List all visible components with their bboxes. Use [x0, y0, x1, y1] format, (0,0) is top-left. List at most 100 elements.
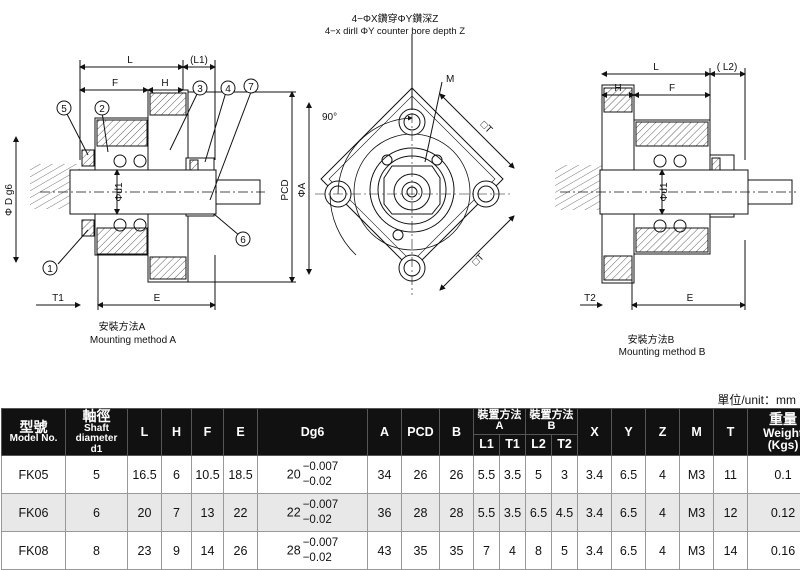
- dim-T1: T1: [52, 293, 64, 304]
- cell-PCD: 26: [402, 456, 440, 494]
- tol-lower: −0.02: [303, 514, 332, 526]
- header-F: F: [192, 409, 224, 456]
- header-Z: Z: [646, 409, 680, 456]
- cell-L1: 5.5: [474, 456, 500, 494]
- balloon-1: 1: [47, 264, 53, 275]
- header-B: B: [440, 409, 474, 456]
- table-row-fk08: FK08 8 23 9 14 26 28−0.007−0.02 43 35 35…: [2, 532, 800, 570]
- header-weight: 重量 Weight (Kgs): [748, 409, 800, 456]
- header-method-a: 裝置方法A: [474, 409, 526, 435]
- tol-upper: −0.007: [303, 499, 339, 511]
- cell-d1: 5: [66, 456, 128, 494]
- cell-X: 3.4: [578, 532, 612, 570]
- cell-T2: 3: [552, 456, 578, 494]
- dim-H-b: H: [614, 83, 621, 94]
- top-note-cn: 4−ΦX鑽穿ΦY鑽深Z: [352, 12, 439, 25]
- cell-L2: 5: [526, 456, 552, 494]
- cell-F: 13: [192, 494, 224, 532]
- dim-E: E: [154, 293, 161, 304]
- dim-L1: (L1): [190, 55, 208, 66]
- cell-dg-value: 28: [287, 544, 301, 558]
- label-angle: 90°: [322, 112, 337, 123]
- cell-A: 43: [368, 532, 402, 570]
- header-model: 型號 Model No.: [2, 409, 66, 456]
- cell-T: 14: [714, 532, 748, 570]
- cell-A: 36: [368, 494, 402, 532]
- cell-L1: 5.5: [474, 494, 500, 532]
- cell-T1: 3.5: [500, 456, 526, 494]
- cell-H: 6: [162, 456, 192, 494]
- dim-H: H: [161, 78, 168, 89]
- table-row-fk06: FK06 6 20 7 13 22 22−0.007−0.02 36 28 28…: [2, 494, 800, 532]
- cell-A: 34: [368, 456, 402, 494]
- dim-PCD: PCD: [280, 179, 291, 200]
- cell-H: 7: [162, 494, 192, 532]
- tol-lower: −0.02: [303, 476, 332, 488]
- cell-L: 20: [128, 494, 162, 532]
- dim-F-b: F: [669, 83, 675, 94]
- header-method-b: 裝置方法B: [526, 409, 578, 435]
- method-b-en: Mounting method B: [619, 347, 706, 358]
- dim-L-b: L: [653, 62, 659, 73]
- cell-E: 26: [224, 532, 258, 570]
- dim-d1: Φd1: [114, 182, 125, 202]
- dim-A: ΦA: [297, 182, 308, 197]
- cell-dg6: 22−0.007−0.02: [258, 494, 368, 532]
- header-L2: L2: [526, 434, 552, 455]
- method-a-cn: 安裝方法A: [99, 320, 146, 333]
- cell-weight: 0.12: [748, 494, 800, 532]
- cell-L1: 7: [474, 532, 500, 570]
- cell-Z: 4: [646, 532, 680, 570]
- side-view-method-b: [555, 68, 796, 310]
- dim-E-b: E: [687, 293, 694, 304]
- cell-Y: 6.5: [612, 456, 646, 494]
- cell-d1: 8: [66, 532, 128, 570]
- cell-M: M3: [680, 532, 714, 570]
- cell-F: 14: [192, 532, 224, 570]
- method-a-en: Mounting method A: [90, 335, 176, 346]
- header-L1: L1: [474, 434, 500, 455]
- cell-d1: 6: [66, 494, 128, 532]
- cell-M: M3: [680, 494, 714, 532]
- tol-upper: −0.007: [303, 537, 339, 549]
- balloon-5: 5: [61, 104, 67, 115]
- cell-dg-value: 20: [287, 468, 301, 482]
- header-shaft: 軸徑 Shaft diameter d1: [66, 409, 128, 456]
- spec-table: 型號 Model No. 軸徑 Shaft diameter d1 L H F …: [1, 408, 800, 570]
- table-row-fk05: FK05 5 16.5 6 10.5 18.5 20−0.007−0.02 34…: [2, 456, 800, 494]
- header-L: L: [128, 409, 162, 456]
- header-T2: T2: [552, 434, 578, 455]
- cell-T2: 4.5: [552, 494, 578, 532]
- cell-F: 10.5: [192, 456, 224, 494]
- cell-T2: 5: [552, 532, 578, 570]
- cell-B: 35: [440, 532, 474, 570]
- cell-dg6: 20−0.007−0.02: [258, 456, 368, 494]
- cell-PCD: 35: [402, 532, 440, 570]
- cell-E: 22: [224, 494, 258, 532]
- cell-X: 3.4: [578, 494, 612, 532]
- label-M: M: [446, 74, 454, 85]
- header-Y: Y: [612, 409, 646, 456]
- dim-L2: ( L2): [717, 62, 738, 73]
- dim-L: L: [127, 55, 133, 66]
- cell-model: FK06: [2, 494, 66, 532]
- dim-F: F: [112, 78, 118, 89]
- label-T-top: □T: [478, 119, 494, 135]
- cell-M: M3: [680, 456, 714, 494]
- cell-E: 18.5: [224, 456, 258, 494]
- cell-X: 3.4: [578, 456, 612, 494]
- cell-L2: 6.5: [526, 494, 552, 532]
- header-T: T: [714, 409, 748, 456]
- front-view: [315, 34, 514, 295]
- top-note-en: 4−x dirll ΦY counter bore depth Z: [325, 26, 465, 37]
- balloon-7: 7: [248, 82, 254, 93]
- dim-T2: T2: [584, 293, 596, 304]
- balloon-4: 4: [225, 84, 231, 95]
- header-H: H: [162, 409, 192, 456]
- cell-weight: 0.16: [748, 532, 800, 570]
- method-b-cn: 安裝方法B: [628, 333, 675, 346]
- cell-B: 28: [440, 494, 474, 532]
- cell-B: 26: [440, 456, 474, 494]
- cell-PCD: 28: [402, 494, 440, 532]
- header-PCD: PCD: [402, 409, 440, 456]
